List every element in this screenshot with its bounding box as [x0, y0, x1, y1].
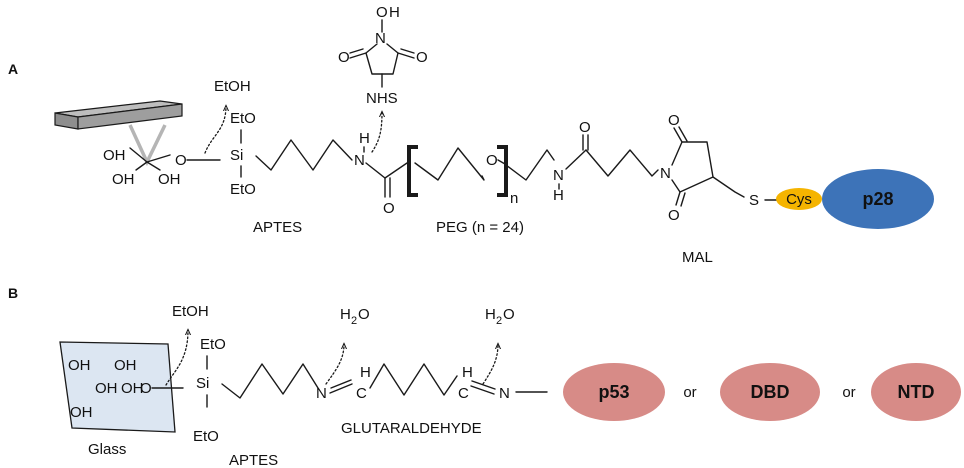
p53-protein — [563, 363, 665, 421]
glutaraldehyde-label: GLUTARALDEHYDE — [341, 420, 482, 437]
silane-eto-bottom-b: EtO — [193, 428, 219, 445]
p28-protein — [822, 169, 934, 229]
nhs-oxygen-right: O — [416, 49, 428, 66]
or-connector-1: or — [683, 384, 696, 401]
methine-h-2: H — [462, 364, 473, 381]
mal-label: MAL — [682, 249, 713, 266]
ntd-label: NTD — [898, 382, 935, 402]
aptes-label-a: APTES — [253, 219, 302, 236]
glass-slide — [59, 341, 176, 433]
water1-h: H — [340, 306, 351, 323]
maleimide-nitrogen: N — [660, 165, 671, 182]
glutaraldehyde-chain — [369, 363, 458, 396]
peg-bracket-right — [497, 145, 508, 197]
carbonyl-oxygen: O — [383, 200, 395, 217]
surface-oh-3: OH — [158, 171, 181, 188]
peg-repeat-n: n — [510, 190, 518, 207]
water-arrow-1 — [325, 344, 344, 385]
silane-eto-bottom: EtO — [230, 181, 256, 198]
water1-subscript: 2 — [351, 315, 357, 327]
panel-b: B OH OH OH OH OH O Glass EtOH EtO Si EtO… — [8, 285, 961, 468]
water2-subscript: 2 — [496, 315, 502, 327]
sulfur-atom: S — [749, 192, 759, 209]
water2-o: O — [503, 306, 515, 323]
methine-c-1: C — [356, 385, 367, 402]
peg-oxygen: O — [486, 152, 498, 169]
maleimide-ring — [671, 126, 714, 207]
amide2-hydrogen: H — [553, 187, 564, 204]
surface-oh-2: OH — [112, 171, 135, 188]
peg-label: PEG (n = 24) — [436, 219, 524, 236]
methine-c-2: C — [458, 385, 469, 402]
aptes-label-b: APTES — [229, 452, 278, 468]
panel-a: A OH OH OH O EtOH EtO Si EtO APTES H — [8, 4, 934, 266]
glass-oh-4: OH — [121, 380, 144, 397]
peg-chain — [414, 147, 485, 181]
amide2-oxygen: O — [579, 119, 591, 136]
surface-oxygen: O — [175, 152, 187, 169]
ethanol-arrow-b — [165, 330, 188, 386]
imine-nitrogen-1: N — [316, 385, 327, 402]
silicon-surface — [54, 100, 183, 171]
imine-nitrogen-2: N — [499, 385, 510, 402]
nhs-ring — [349, 19, 415, 75]
silicon-atom-b: Si — [196, 375, 209, 392]
nhs-label: NHS — [366, 90, 398, 107]
amide2-nitrogen: N — [553, 167, 564, 184]
nhs-nitrogen: N — [375, 30, 386, 47]
cysteine-node — [776, 188, 822, 210]
silane-eto-top: EtO — [230, 110, 256, 127]
ethanol-label-b: EtOH — [172, 303, 209, 320]
nhs-oxygen-left: O — [338, 49, 350, 66]
water2-h: H — [485, 306, 496, 323]
amide-n: N — [354, 152, 365, 169]
glass-label: Glass — [88, 441, 126, 458]
water-arrow-2 — [482, 344, 498, 385]
panel-a-label: A — [8, 61, 18, 77]
glass-oh-5: OH — [70, 404, 93, 421]
glass-oh-1: OH — [68, 357, 91, 374]
silane-eto-top-b: EtO — [200, 336, 226, 353]
ethanol-label: EtOH — [214, 78, 251, 95]
propyl-chain-a — [255, 139, 353, 171]
silica-stick — [128, 124, 167, 167]
water1-o: O — [358, 306, 370, 323]
methine-h-1: H — [360, 364, 371, 381]
nhs-hydroxyl-h: H — [389, 4, 400, 21]
surface-oh-1: OH — [103, 147, 126, 164]
glass-oh-2: OH — [114, 357, 137, 374]
glass-oh-3: OH — [95, 380, 118, 397]
or-connector-2: or — [842, 384, 855, 401]
ethanol-arrow — [204, 106, 226, 154]
cysteine-label: Cys — [786, 191, 812, 208]
panel-b-label: B — [8, 285, 18, 301]
silicon-atom: Si — [230, 147, 243, 164]
peg-bracket-left — [407, 145, 418, 197]
surface-side — [77, 103, 183, 130]
glass-oxygen: O — [140, 380, 152, 397]
dbd-protein — [720, 363, 820, 421]
ntd-protein — [871, 363, 961, 421]
nhs-hydroxyl-o: O — [376, 4, 388, 21]
dbd-label: DBD — [751, 382, 790, 402]
p28-label: p28 — [862, 189, 893, 209]
nhs-arrow — [371, 112, 382, 153]
maleimide-oxygen-bottom: O — [668, 207, 680, 224]
propyl-chain-b — [221, 363, 319, 399]
amide-h: H — [359, 130, 370, 147]
p53-label: p53 — [598, 382, 629, 402]
maleimide-oxygen-top: O — [668, 112, 680, 129]
